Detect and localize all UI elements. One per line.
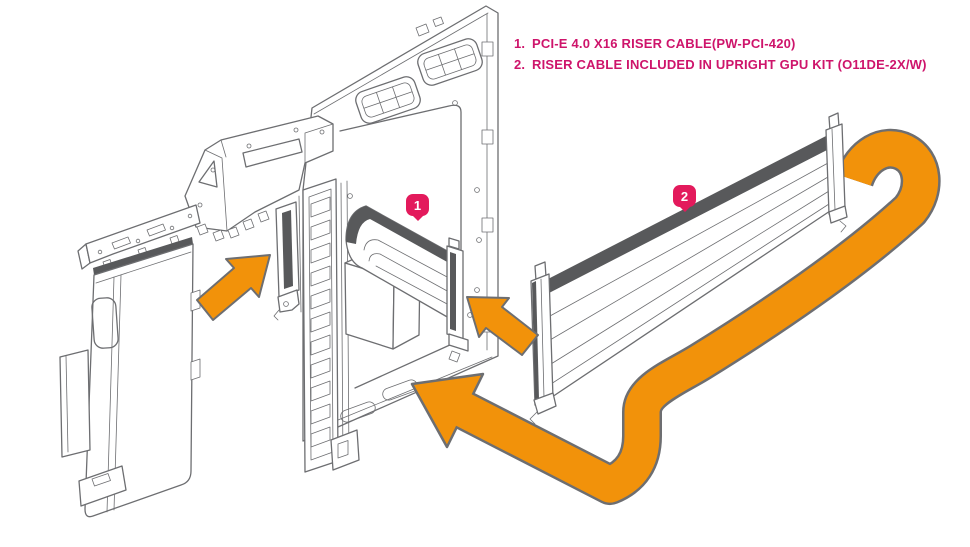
legend-item-1-number: 1. — [514, 36, 526, 51]
riser-cable-routing-arrow — [410, 128, 941, 505]
riser-cable-1 — [345, 205, 469, 363]
pcie-slot-bracket — [273, 193, 307, 321]
vent-cutout-right — [417, 38, 483, 86]
install-arrow-gpu-to-slot — [196, 254, 271, 321]
legend-item-1: 1. PCI-E 4.0 X16 RISER CABLE(PW-PCI-420) — [514, 33, 927, 54]
legend-item-1-text: PCI-E 4.0 X16 RISER CABLE(PW-PCI-420) — [532, 36, 796, 51]
riser-cable-2 — [529, 112, 848, 425]
legend-item-2: 2. RISER CABLE INCLUDED IN UPRIGHT GPU K… — [514, 54, 927, 75]
pci-slot-ladder — [302, 178, 360, 473]
install-arrow-cable-to-case — [466, 296, 539, 356]
gpu-card — [59, 237, 201, 518]
legend-item-2-number: 2. — [514, 57, 526, 72]
riser-cable-2-connector-left — [529, 261, 557, 425]
callout-badge-1: 1 — [406, 194, 429, 216]
riser-cable-2-connector-right — [825, 112, 848, 233]
legend: 1. PCI-E 4.0 X16 RISER CABLE(PW-PCI-420)… — [514, 33, 927, 75]
legend-item-2-text: RISER CABLE INCLUDED IN UPRIGHT GPU KIT … — [532, 57, 927, 72]
callout-badge-2: 2 — [673, 185, 696, 207]
upright-gpu-bracket — [184, 115, 334, 242]
vent-cutout-left — [355, 76, 421, 124]
